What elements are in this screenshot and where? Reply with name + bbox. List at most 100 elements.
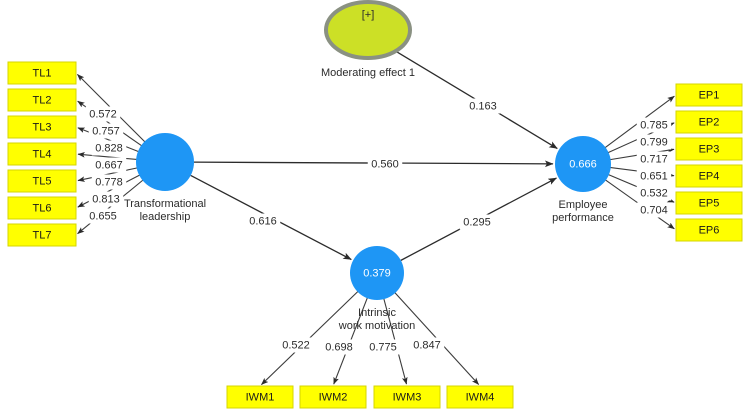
- indicator-ep4: EP4: [675, 164, 743, 188]
- indicator-tl5: TL5: [7, 169, 77, 193]
- indicator-box-rect: [7, 142, 77, 166]
- indicator-box-label: TL1: [33, 67, 52, 79]
- indicator-box-label: EP3: [699, 143, 720, 155]
- indicator-box-rect: [7, 115, 77, 139]
- edge-label-backing: [636, 151, 672, 167]
- moderator-sign-label: [+]: [362, 9, 375, 21]
- edge-label-text: 0.522: [282, 339, 310, 351]
- edge-label-text: 0.704: [640, 204, 668, 216]
- indicator-box-label: EP2: [699, 116, 720, 128]
- construct-label-line2: work motivation: [338, 320, 415, 332]
- indicator-box-rect: [7, 169, 77, 193]
- loading-label-tl1: 0.572: [85, 106, 121, 122]
- indicator-box-rect: [675, 218, 743, 242]
- indicator-box-label: TL6: [33, 202, 52, 214]
- loading-label-tl7: 0.655: [85, 208, 121, 224]
- loading-label-tl6: 0.813: [88, 191, 124, 207]
- path-label-mod-to-ep: 0.163: [465, 98, 501, 114]
- construct-label-line1: Transformational: [124, 198, 206, 210]
- edge-label-text: 0.572: [89, 108, 117, 120]
- construct-circle[interactable]: [136, 133, 194, 191]
- edge-label-backing: [367, 156, 403, 172]
- edge-label-backing: [636, 185, 672, 201]
- loading-edge-iwm1: [261, 289, 360, 386]
- construct-label-line2: performance: [552, 212, 614, 224]
- loading-label-tl3: 0.828: [91, 140, 127, 156]
- indicator-ep6: EP6: [675, 218, 743, 242]
- indicator-box-rect: [675, 191, 743, 215]
- indicator-ep5: EP5: [675, 191, 743, 215]
- moderating-effect-node[interactable]: [+] Moderating effect 1: [321, 0, 415, 79]
- indicator-ep3: EP3: [675, 137, 743, 161]
- indicator-box-label: TL4: [33, 148, 52, 160]
- edge-label-text: 0.757: [92, 125, 120, 137]
- indicator-ep1: EP1: [675, 83, 743, 107]
- construct-r2-value: 0.666: [569, 158, 597, 170]
- construct-label-line1: Employee: [559, 199, 608, 211]
- edge-label-text: 0.799: [640, 136, 668, 148]
- path-label-iwm-to-ep: 0.295: [459, 214, 495, 230]
- indicator-box-label: IWM3: [393, 391, 422, 403]
- indicator-box-rect: [226, 385, 294, 409]
- construct-label-line1: Intrinsic: [358, 307, 396, 319]
- edge-label-text: 0.532: [640, 187, 668, 199]
- indicator-box-rect: [675, 110, 743, 134]
- construct-circle[interactable]: [350, 246, 404, 300]
- edge-label-backing: [245, 213, 281, 229]
- construct-r2-value: 0.379: [363, 267, 391, 279]
- loading-edge-tl6: [77, 173, 142, 208]
- indicator-tl2: TL2: [7, 88, 77, 112]
- indicator-tl4: TL4: [7, 142, 77, 166]
- loading-label-ep1: 0.785: [636, 117, 672, 133]
- indicator-box-rect: [7, 196, 77, 220]
- indicator-box-rect: [446, 385, 514, 409]
- edge-label-text: 0.616: [249, 215, 277, 227]
- edge-label-text: 0.560: [371, 158, 399, 170]
- loading-label-ep5: 0.532: [636, 185, 672, 201]
- edge-label-backing: [91, 140, 127, 156]
- indicator-tl1: TL1: [7, 61, 77, 85]
- edge-label-text: 0.828: [95, 142, 123, 154]
- moderator-ellipse[interactable]: [324, 0, 412, 60]
- path-label-tl-to-ep: 0.560: [367, 156, 403, 172]
- edge-label-text: 0.717: [640, 153, 668, 165]
- moderator-name-label: Moderating effect 1: [321, 67, 415, 79]
- loading-label-iwm3: 0.775: [365, 339, 401, 355]
- indicator-iwm1: IWM1: [226, 385, 294, 409]
- loading-label-iwm2: 0.698: [321, 339, 357, 355]
- construct-circle[interactable]: [555, 136, 611, 192]
- edge-label-backing: [88, 123, 124, 139]
- indicator-ep2: EP2: [675, 110, 743, 134]
- loading-label-iwm1: 0.522: [278, 337, 314, 353]
- loading-label-ep6: 0.704: [636, 202, 672, 218]
- indicator-box-rect: [373, 385, 441, 409]
- loading-label-tl5: 0.778: [91, 174, 127, 190]
- edge-label-backing: [636, 202, 672, 218]
- edge-label-backing: [636, 117, 672, 133]
- loading-edge-tl4: [77, 151, 139, 161]
- loading-edge-tl5: [77, 167, 139, 182]
- indicator-iwm2: IWM2: [299, 385, 367, 409]
- edge-label-text: 0.775: [369, 341, 397, 353]
- indicator-box-rect: [7, 223, 77, 247]
- loading-label-tl2: 0.757: [88, 123, 124, 139]
- indicator-box-label: TL2: [33, 94, 52, 106]
- edge-label-backing: [88, 191, 124, 207]
- indicator-box-rect: [675, 137, 743, 161]
- indicator-box-rect: [675, 83, 743, 107]
- edge-label-backing: [85, 208, 121, 224]
- edge-label-text: 0.698: [325, 341, 353, 353]
- edge-label-text: 0.655: [89, 210, 117, 222]
- edge-label-backing: [321, 339, 357, 355]
- loading-label-tl4: 0.667: [91, 157, 127, 173]
- indicator-box-rect: [7, 61, 77, 85]
- edge-label-backing: [91, 174, 127, 190]
- edge-label-backing: [365, 339, 401, 355]
- loading-label-ep3: 0.717: [636, 151, 672, 167]
